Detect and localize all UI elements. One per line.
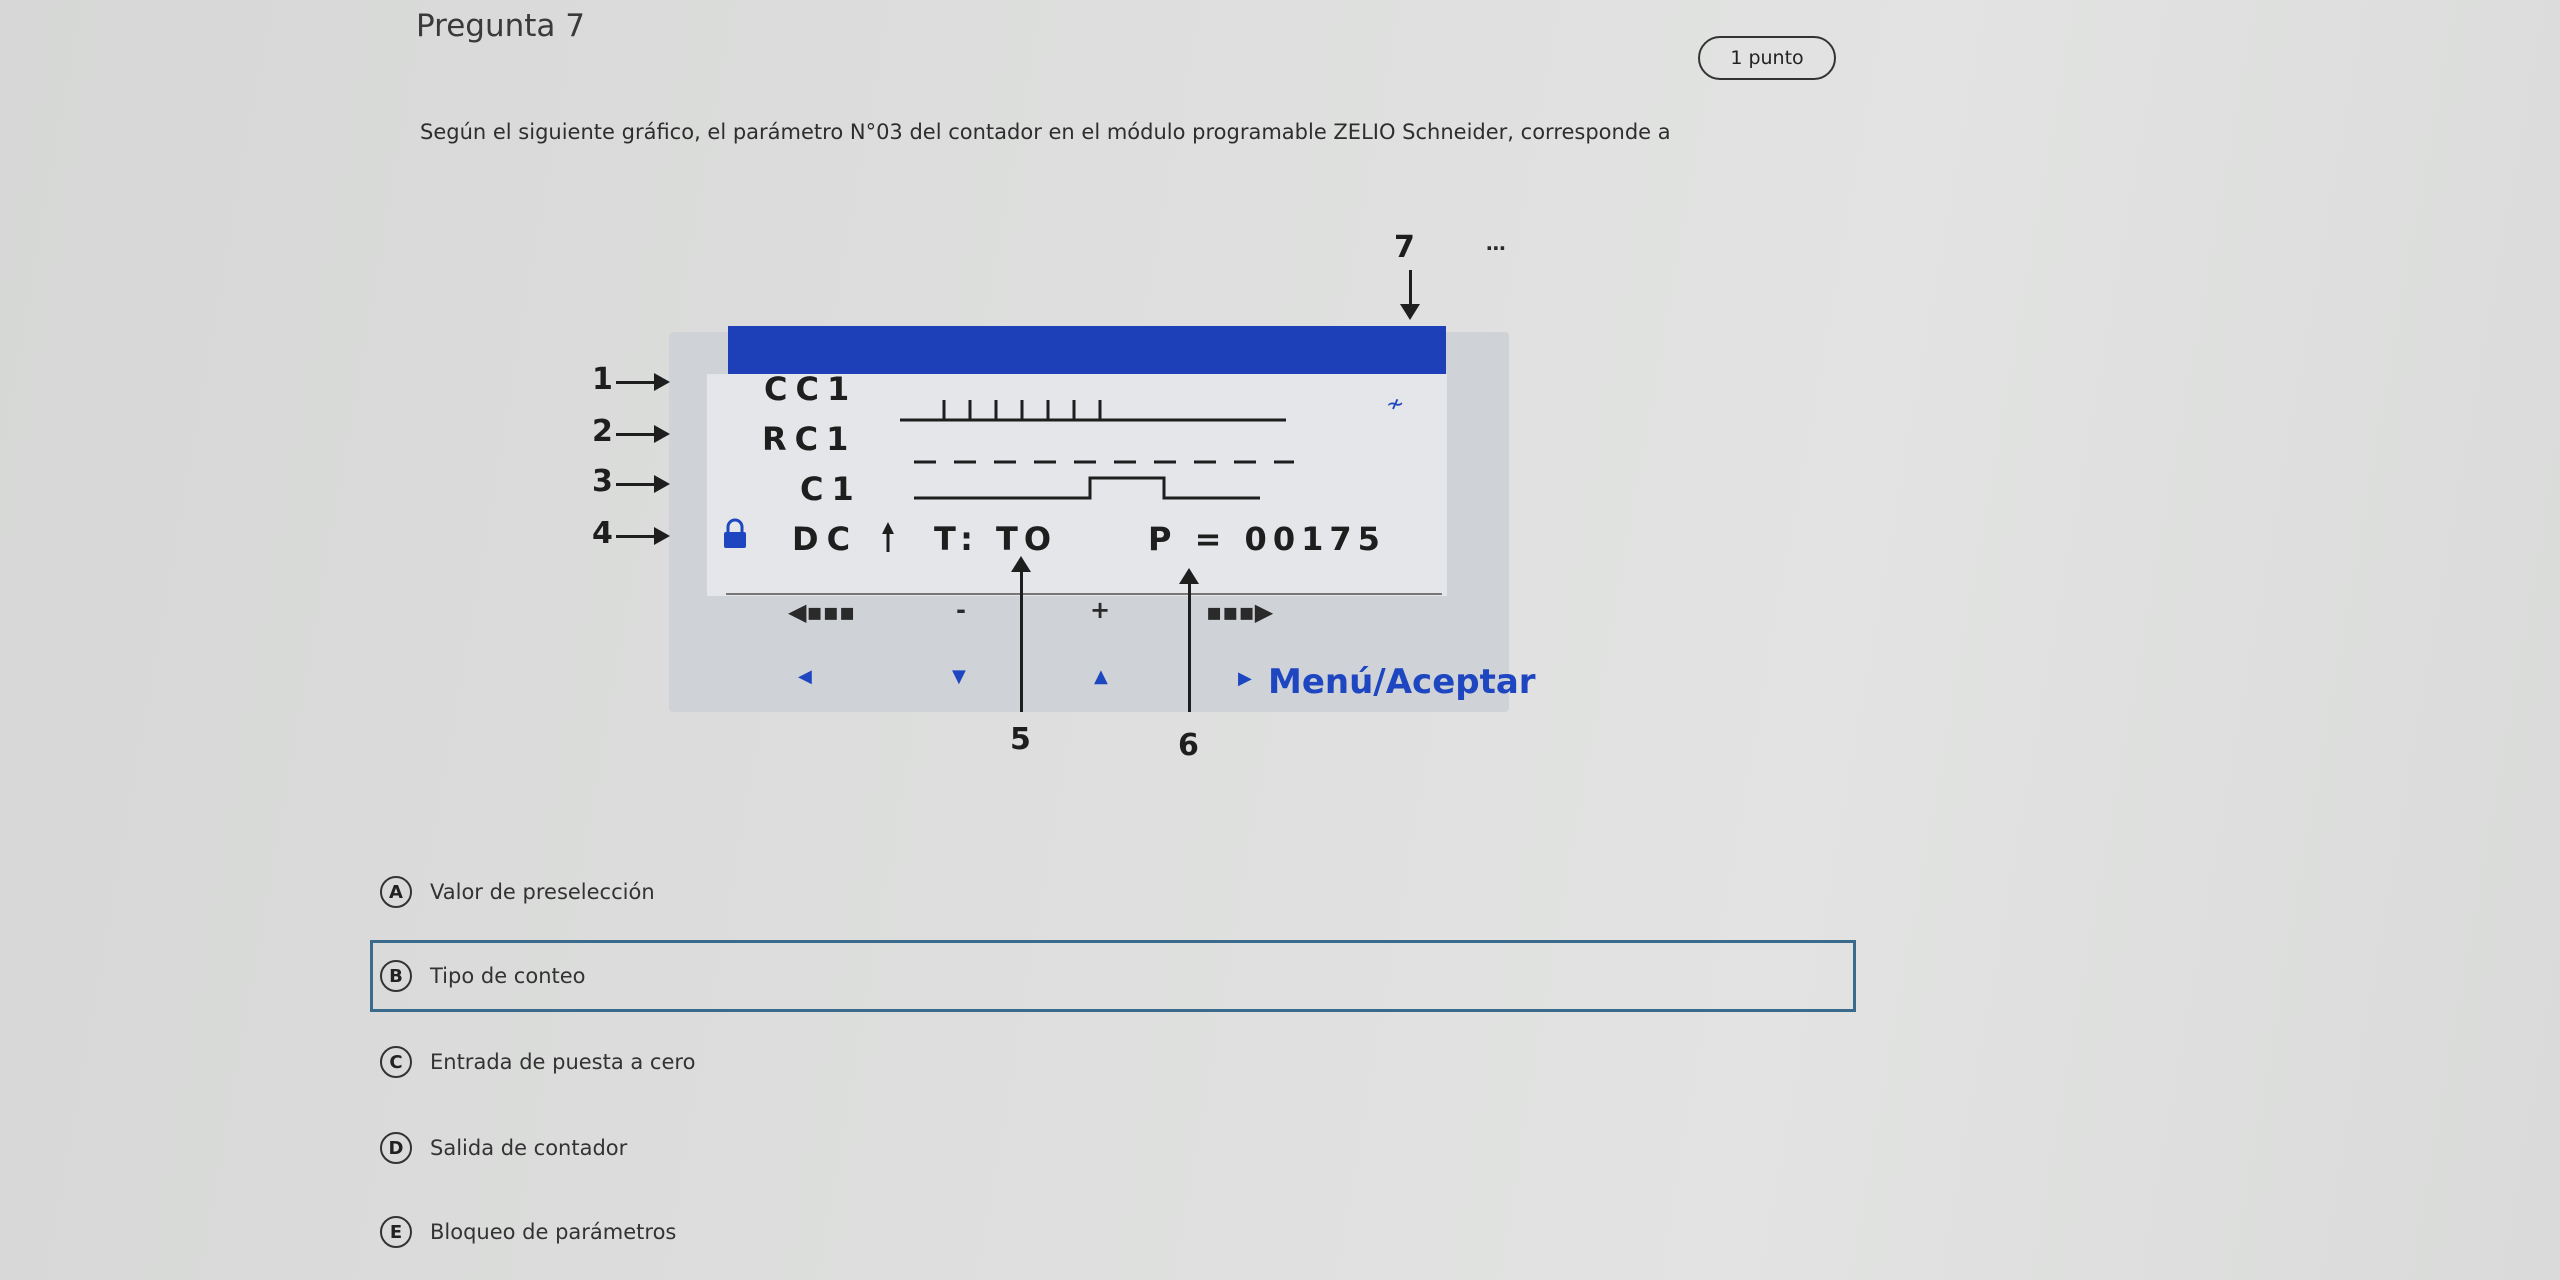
option-b[interactable]: B Tipo de conteo [380, 952, 586, 1000]
menu-accept-label: Menú/Aceptar [1268, 662, 1536, 702]
lcd-divider [726, 593, 1442, 595]
signal-traces [900, 400, 1294, 500]
points-badge: 1 punto [1698, 36, 1836, 80]
callout-6-line [1188, 582, 1191, 712]
callout-5-line [1020, 568, 1023, 712]
option-d-text: Salida de contador [430, 1136, 628, 1160]
callout-6: 6 [1178, 728, 1199, 763]
option-a-text: Valor de preselección [430, 880, 655, 904]
callout-7-arrowhead [1400, 304, 1420, 320]
right-softkey-icon[interactable]: ▪▪▪▶ [1206, 598, 1274, 626]
callout-3-line [616, 483, 656, 486]
option-c[interactable]: C Entrada de puesta a cero [380, 1038, 695, 1086]
lcd-screen [707, 374, 1447, 596]
row-label-cc1: CC1 [764, 370, 858, 408]
row-label-c1: C1 [800, 470, 862, 508]
callout-5: 5 [1010, 722, 1031, 757]
callout-3: 3 [592, 464, 613, 499]
callout-2-arrowhead [654, 425, 670, 443]
row-label-dc: DC [792, 520, 859, 558]
plus-softkey[interactable]: + [1090, 596, 1111, 624]
callout-1-line [616, 381, 656, 384]
option-e[interactable]: E Bloqueo de parámetros [380, 1208, 676, 1256]
preset-label: P = 00175 [1148, 520, 1386, 558]
left-arrow-icon[interactable]: ◀ [798, 666, 812, 687]
left-softkey-icon[interactable]: ◀▪▪▪ [788, 598, 856, 626]
question-text: Según el siguiente gráfico, el parámetro… [420, 120, 1671, 144]
option-a-letter: A [380, 876, 412, 908]
callout-4-arrowhead [654, 527, 670, 545]
question-title: Pregunta 7 [416, 8, 585, 44]
callout-4: 4 [592, 516, 613, 551]
row-label-rc1: RC1 [762, 420, 857, 458]
callout-6-arrowhead [1179, 568, 1199, 584]
callout-7-line [1409, 270, 1412, 304]
callout-7: 7 [1394, 230, 1415, 265]
up-arrow-icon[interactable]: ▲ [1094, 666, 1108, 687]
lock-icon [724, 518, 746, 548]
callout-3-arrowhead [654, 475, 670, 493]
up-down-icon [882, 522, 894, 552]
right-arrow-icon[interactable]: ▶ [1238, 668, 1252, 689]
option-e-text: Bloqueo de parámetros [430, 1220, 677, 1244]
option-b-letter: B [380, 960, 412, 992]
option-d[interactable]: D Salida de contador [380, 1124, 627, 1172]
time-label: T: TO [934, 520, 1058, 558]
option-c-text: Entrada de puesta a cero [430, 1050, 696, 1074]
callout-1-arrowhead [654, 373, 670, 391]
option-a[interactable]: A Valor de preselección [380, 868, 655, 916]
callout-1: 1 [592, 362, 613, 397]
lcd-header-bar [728, 326, 1446, 374]
callout-5-arrowhead [1011, 556, 1031, 572]
selected-option-highlight [370, 940, 1856, 1012]
callout-4-line [616, 535, 656, 538]
option-e-letter: E [380, 1216, 412, 1248]
ellipsis-icon: ⋯ [1486, 236, 1506, 260]
option-b-text: Tipo de conteo [430, 964, 586, 988]
zelio-display-figure: 7 ⋯ 1 2 3 4 CC1 RC1 C1 DC T: TO P = 0017… [592, 230, 1536, 763]
minus-softkey[interactable]: - [956, 596, 966, 624]
wave-icon: ≁ [1386, 392, 1405, 417]
option-d-letter: D [380, 1132, 412, 1164]
option-c-letter: C [380, 1046, 412, 1078]
callout-2-line [616, 433, 656, 436]
callout-2: 2 [592, 414, 613, 449]
down-arrow-icon[interactable]: ▼ [952, 666, 966, 687]
